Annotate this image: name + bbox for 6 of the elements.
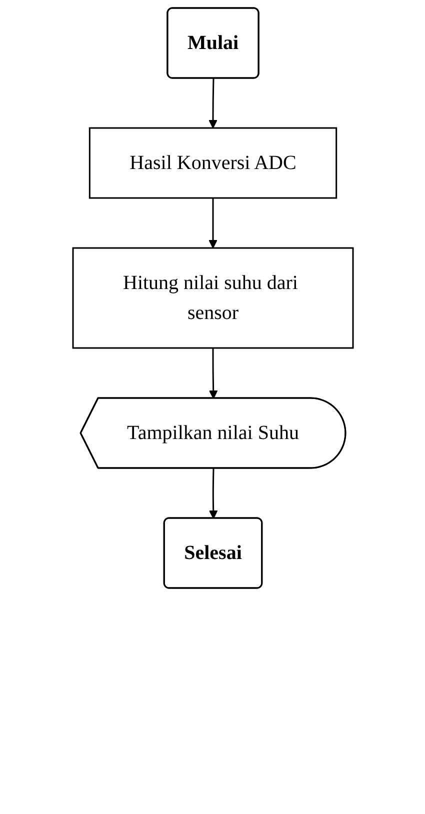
arrow	[208, 468, 218, 519]
arrow	[208, 348, 218, 399]
arrow	[208, 198, 217, 248]
node-box: Hasil Konversi ADC	[88, 127, 337, 199]
arrow	[208, 78, 217, 128]
node-box: Hitung nilai suhu dari sensor	[72, 247, 354, 349]
